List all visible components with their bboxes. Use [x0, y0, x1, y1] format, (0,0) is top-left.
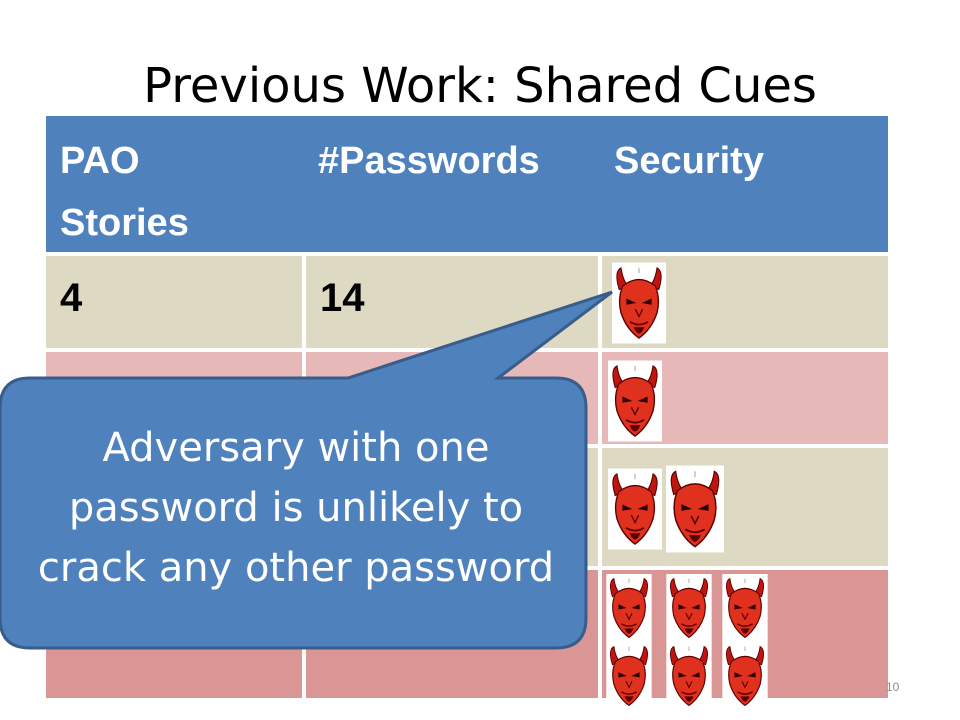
callout-line2: password is unlikely to: [68, 485, 524, 531]
devil-icon: [606, 574, 652, 642]
header-security: Security: [600, 116, 888, 252]
devil-icon: [606, 642, 652, 710]
devil-icon: [666, 642, 712, 710]
header-passwords: #Passwords: [304, 116, 600, 252]
devil-icon: [722, 574, 768, 642]
callout-line3: crack any other password: [37, 545, 555, 591]
devil-icon: [608, 356, 662, 446]
row1-passwords: 14: [306, 256, 598, 348]
slide-title: Previous Work: Shared Cues: [143, 58, 817, 114]
devil-icon: [666, 464, 724, 554]
devil-icon: [612, 258, 666, 348]
devil-icon: [666, 574, 712, 642]
header-pao-line2: Stories: [60, 202, 189, 244]
callout-line1: Adversary with one: [102, 425, 490, 471]
devil-icon: [608, 464, 662, 554]
row1-pao: 4: [46, 256, 302, 348]
callout-text: Adversary with one password is unlikely …: [6, 418, 586, 598]
header-pao-line1: PAO: [60, 140, 140, 182]
header-pao-stories: PAO Stories: [46, 116, 304, 252]
devil-icon: [722, 642, 768, 710]
slide-number: 10: [886, 680, 900, 694]
